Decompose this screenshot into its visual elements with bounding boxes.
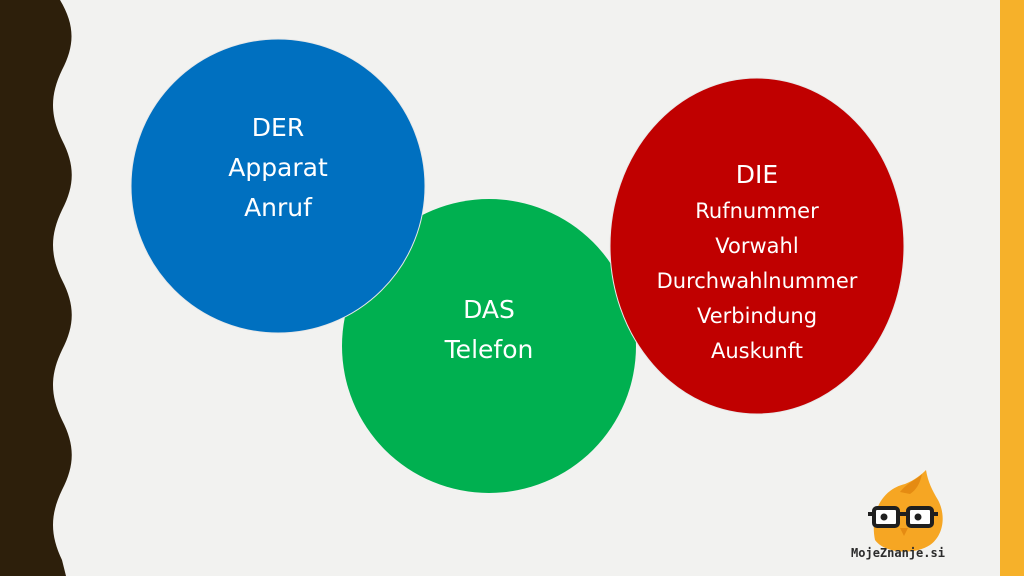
der-item: Anruf <box>244 193 312 222</box>
das-circle <box>342 199 636 493</box>
owl-glasses-icon <box>868 470 943 552</box>
die-item: Vorwahl <box>715 234 799 258</box>
die-group: DIE Rufnummer Vorwahl Durchwahlnummer Ve… <box>657 156 858 369</box>
die-item: Rufnummer <box>695 199 819 223</box>
accent-bar <box>1000 0 1024 576</box>
der-group: DER Apparat Anruf <box>228 108 328 228</box>
der-circle <box>130 38 426 334</box>
die-heading: DIE <box>735 160 779 189</box>
die-item: Auskunft <box>710 339 804 363</box>
das-group: DAS Telefon <box>445 290 534 370</box>
der-heading: DER <box>251 113 305 142</box>
decorative-wave-band <box>0 0 72 576</box>
die-circle <box>609 77 905 415</box>
die-item: Verbindung <box>696 304 818 328</box>
das-item: Telefon <box>444 335 534 364</box>
die-item: Durchwahlnummer <box>656 269 858 293</box>
das-heading: DAS <box>463 295 515 324</box>
logo-text: MojeZnanje.si <box>851 546 945 560</box>
der-item: Apparat <box>228 153 328 182</box>
